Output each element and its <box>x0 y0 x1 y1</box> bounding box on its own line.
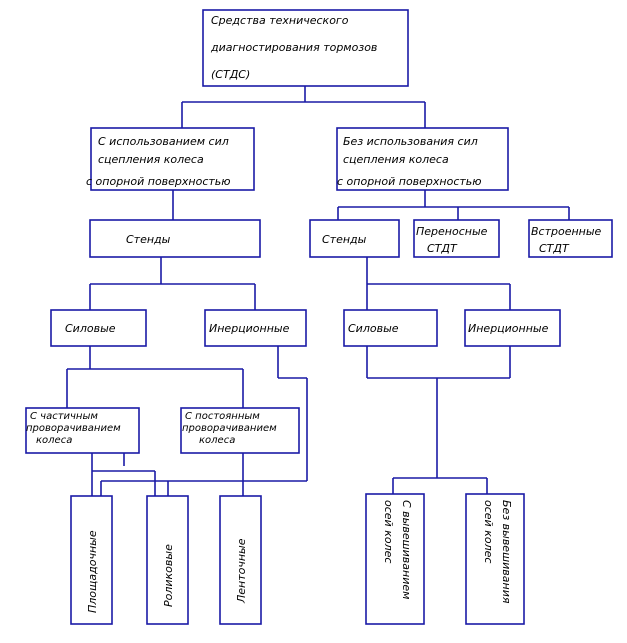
without-adhesion-line1: Без использования сил <box>343 135 478 148</box>
with-adhesion-node: С использованием сил сцепления колеса с … <box>86 127 255 191</box>
builtin-line2: СТДТ <box>539 242 570 255</box>
right-inertial-label: Инерционные <box>468 322 549 335</box>
left-stands-node: Стенды <box>89 219 261 258</box>
with-adhesion-line1: С использованием сил <box>98 135 229 148</box>
portable-node: Переносные СТДТ <box>413 219 500 258</box>
constant-rotation-line1: С постоянным <box>185 411 260 422</box>
left-power-label: Силовые <box>65 322 116 335</box>
with-wheel-hanging-line2: осей колес <box>382 500 395 563</box>
left-stands-label: Стенды <box>126 233 171 246</box>
with-adhesion-line2: сцепления колеса <box>98 153 204 166</box>
constant-rotation-line3: колеса <box>199 435 235 446</box>
partial-rotation-line1: С частичным <box>30 411 98 422</box>
portable-line1: Переносные <box>416 225 488 238</box>
builtin-line1: Встроенные <box>531 225 602 238</box>
root-line1: Средства технического <box>211 14 349 27</box>
root-node: Средства технического диагностирования т… <box>202 9 409 87</box>
partial-rotation-node: С частичным проворачиванием колеса <box>25 407 140 454</box>
platform-node: Площадочные <box>70 495 113 625</box>
without-wheel-hanging-line1: Без вывешивания <box>500 500 513 604</box>
roller-label: Роликовые <box>162 544 175 607</box>
partial-rotation-line2: проворачиванием <box>26 423 121 434</box>
belt-label: Ленточные <box>235 538 248 604</box>
root-line2: диагностирования тормозов <box>210 41 377 54</box>
constant-rotation-node: С постоянным проворачиванием колеса <box>180 407 300 454</box>
constant-rotation-line2: проворачиванием <box>182 423 277 434</box>
left-power-node: Силовые <box>50 309 147 347</box>
without-wheel-hanging-node: Без вывешивания осей колес <box>465 493 525 625</box>
right-power-label: Силовые <box>348 322 399 335</box>
connectors <box>66 86 570 496</box>
with-wheel-hanging-line1: С вывешиванием <box>400 500 413 599</box>
without-adhesion-node: Без использования сил сцепления колеса с… <box>336 127 509 191</box>
right-stands-label: Стенды <box>322 233 367 246</box>
right-stands-node: Стенды <box>309 219 400 258</box>
right-inertial-node: Инерционные <box>464 309 561 347</box>
without-adhesion-line3: с опорной поверхностью <box>337 175 482 188</box>
platform-label: Площадочные <box>86 530 99 613</box>
with-wheel-hanging-node: С вывешиванием осей колес <box>365 493 425 625</box>
builtin-node: Встроенные СТДТ <box>528 219 613 258</box>
left-inertial-label: Инерционные <box>209 322 290 335</box>
portable-line2: СТДТ <box>427 242 458 255</box>
without-adhesion-line2: сцепления колеса <box>343 153 449 166</box>
root-line3: (СТДС) <box>211 68 250 81</box>
partial-rotation-line3: колеса <box>36 435 72 446</box>
with-adhesion-line3: с опорной поверхностью <box>86 175 231 188</box>
without-wheel-hanging-line2: осей колес <box>482 500 495 563</box>
left-inertial-node: Инерционные <box>204 309 307 347</box>
right-power-node: Силовые <box>343 309 438 347</box>
belt-node: Ленточные <box>219 495 262 625</box>
roller-node: Роликовые <box>146 495 189 625</box>
